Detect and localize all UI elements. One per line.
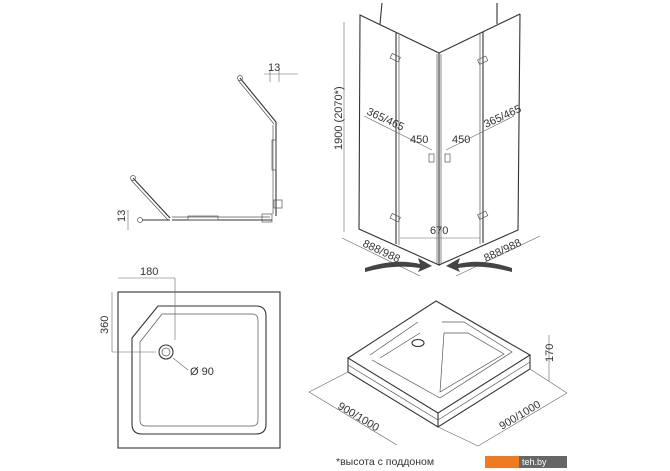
drain-diameter: Ø 90 xyxy=(190,366,214,378)
tray-top-view xyxy=(111,277,281,449)
watermark-logo: teh.by xyxy=(485,456,567,468)
tray-dim-x: 180 xyxy=(140,266,158,278)
door-right-width: 365/465 xyxy=(482,103,523,131)
tray-iso xyxy=(308,300,568,447)
tray-width-left: 900/1000 xyxy=(335,400,381,434)
plan-view xyxy=(127,70,298,230)
opening-width: 670 xyxy=(430,225,448,237)
watermark-text: teh.by xyxy=(519,456,567,468)
plan-dim-top: 13 xyxy=(268,62,280,74)
footnote: *высота с поддоном xyxy=(336,456,435,468)
tray-width-right: 900/1000 xyxy=(497,399,543,433)
fixed-left-width: 450 xyxy=(410,134,428,146)
enclosure-iso xyxy=(341,2,541,277)
enclosure-width-right: 888/988 xyxy=(482,237,523,265)
swing-arrow-right-icon xyxy=(446,258,512,272)
plan-dim-left: 13 xyxy=(116,210,128,222)
fixed-right-width: 450 xyxy=(452,134,470,146)
enclosure-height: 1900 (2070*) xyxy=(333,86,345,150)
swing-arrow-left-icon xyxy=(365,258,432,272)
tray-dim-y: 360 xyxy=(99,316,111,334)
tray-height: 170 xyxy=(544,344,556,362)
